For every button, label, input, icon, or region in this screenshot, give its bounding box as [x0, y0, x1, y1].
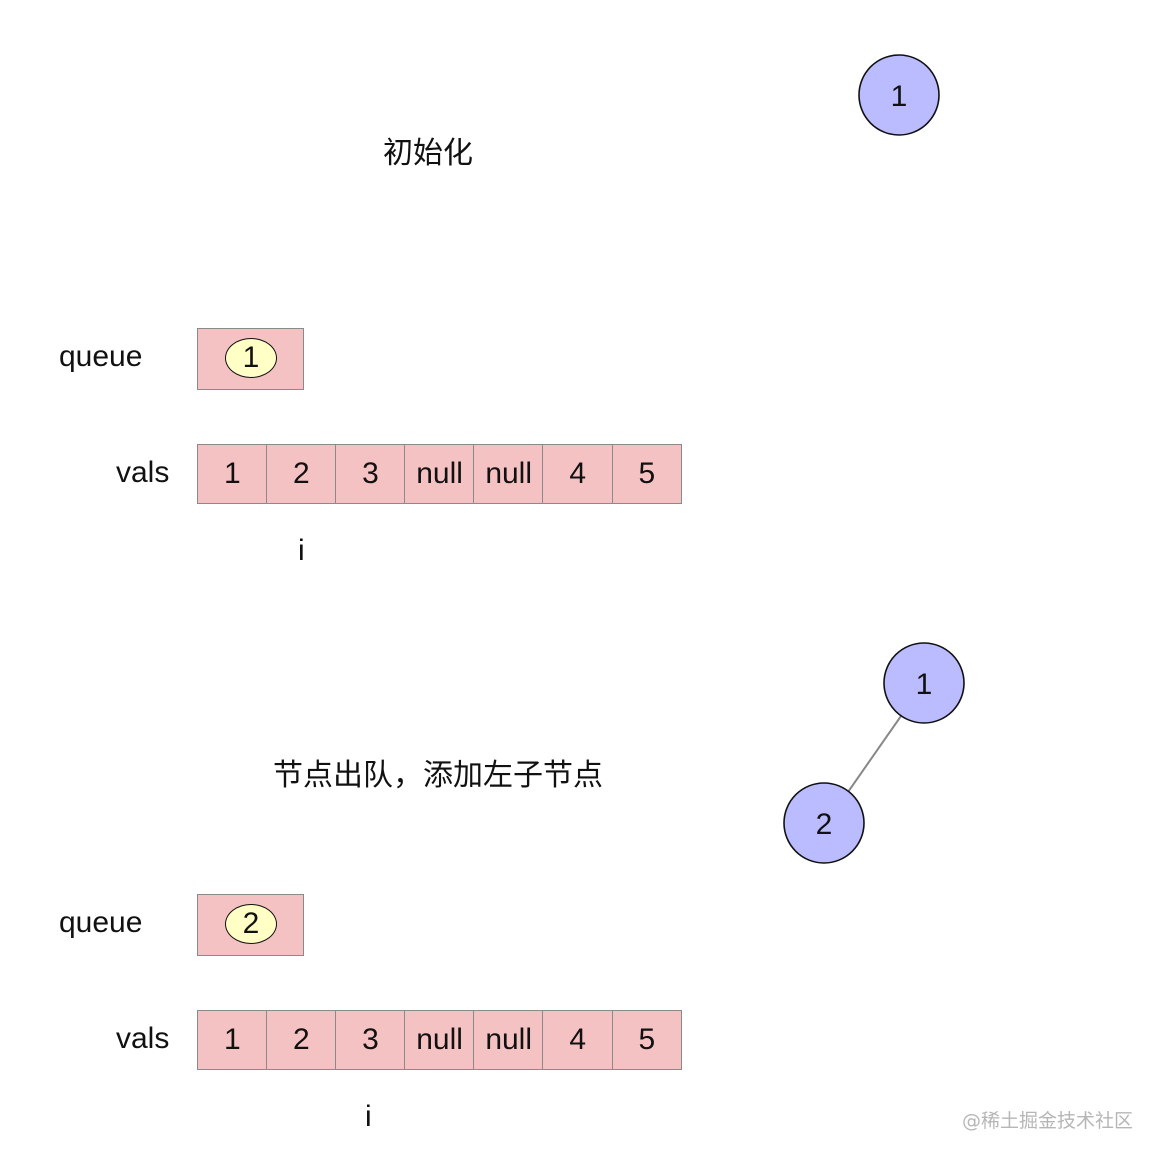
vals-label: vals [116, 1022, 170, 1055]
tree-node: 2 [783, 782, 865, 864]
vals-cell: 4 [542, 444, 614, 504]
step-initialize: 初始化 queue 1 vals 1 2 3 null null 4 5 i 1 [59, 54, 940, 567]
queue-box: 1 [197, 328, 304, 390]
vals-array: 1 2 3 null null 4 5 [197, 444, 683, 504]
binary-tree: 1 [858, 54, 940, 136]
vals-cell: null [404, 1010, 475, 1070]
vals-cell: 1 [197, 1010, 268, 1070]
tree-node: 1 [858, 54, 940, 136]
vals-cell: null [473, 444, 544, 504]
vals-array: 1 2 3 null null 4 5 [197, 1010, 683, 1070]
vals-cell: null [473, 1010, 544, 1070]
index-pointer: i [365, 1100, 372, 1133]
binary-tree: 1 2 [783, 642, 965, 864]
vals-cell: 5 [611, 1010, 683, 1070]
queue-node: 2 [225, 904, 277, 944]
tree-node-label: 1 [916, 668, 933, 701]
tree-node: 1 [883, 642, 965, 724]
index-pointer: i [298, 534, 305, 567]
queue-node: 1 [225, 338, 277, 378]
queue-box: 2 [197, 894, 304, 956]
tree-node-label: 1 [891, 80, 908, 113]
vals-cell: 2 [266, 1010, 337, 1070]
queue-label: queue [59, 340, 143, 373]
queue-label: queue [59, 906, 143, 939]
tree-node-label: 2 [816, 808, 833, 841]
vals-cell: 5 [611, 444, 683, 504]
tree-edge [847, 715, 902, 793]
vals-cell: 3 [335, 1010, 406, 1070]
vals-label: vals [116, 456, 170, 489]
step-dequeue-add-left: 节点出队，添加左子节点 queue 2 vals 1 2 3 null null… [0, 566, 1152, 1145]
step-caption: 初始化 [383, 136, 473, 171]
watermark: @稀土掘金技术社区 [962, 1110, 1134, 1132]
vals-cell: 4 [542, 1010, 614, 1070]
vals-cell: 3 [335, 444, 406, 504]
step-caption: 节点出队，添加左子节点 [273, 758, 603, 793]
